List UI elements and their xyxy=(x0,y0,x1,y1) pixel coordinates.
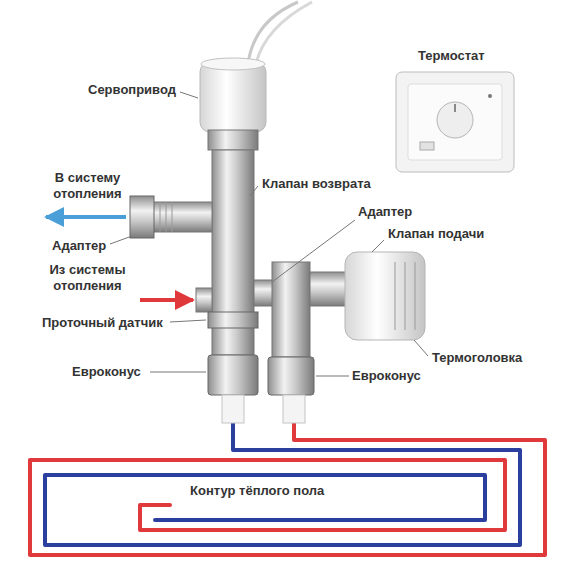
supply-valve-neck xyxy=(310,272,348,306)
eurocone xyxy=(268,357,314,395)
pex-pipe xyxy=(283,395,305,423)
part-label: Клапан возврата xyxy=(262,176,371,192)
flow-arrow-in xyxy=(140,298,193,302)
thermostat-body xyxy=(396,72,514,172)
thermo-head-ticks xyxy=(395,262,415,330)
part-label: Адаптер xyxy=(358,204,412,220)
thermostat-led xyxy=(488,94,492,98)
part-label: Клапан подачи xyxy=(388,226,484,242)
flow-arrow-out xyxy=(46,215,126,219)
part-label: Евроконус xyxy=(72,364,141,380)
thermostat-switch xyxy=(420,142,434,150)
part-label: Из системы отопления xyxy=(40,262,135,294)
valve-nut xyxy=(208,130,258,150)
part-label: Термоголовка xyxy=(432,350,522,366)
part-label: Евроконус xyxy=(352,368,421,384)
eurocone xyxy=(208,355,258,395)
pex-pipe xyxy=(222,395,244,423)
part-label: Сервопривод xyxy=(88,82,176,98)
part-label: В систему отопления xyxy=(40,170,135,202)
servo-body xyxy=(200,62,266,132)
outlet-pipe xyxy=(150,202,212,232)
inlet-stub xyxy=(196,288,212,312)
leader-lines xyxy=(110,92,428,376)
thermostat-face xyxy=(408,84,502,160)
servo-top xyxy=(201,58,265,70)
supply-valve-body xyxy=(272,262,310,357)
servo-wire xyxy=(256,2,312,64)
tee-adapter xyxy=(254,280,274,306)
supply-loop xyxy=(30,422,545,555)
part-label: Адаптер xyxy=(52,238,106,254)
part-label: Термостат xyxy=(418,48,485,64)
flow-sensor xyxy=(208,312,258,328)
adapter-nut xyxy=(130,196,154,238)
thermostat-dial-mark xyxy=(454,104,456,112)
part-label: Проточный датчик xyxy=(42,315,163,331)
part-label: Контур тёплого пола xyxy=(190,483,324,499)
thread-lines xyxy=(160,202,172,232)
thermo-head xyxy=(345,252,425,340)
thermostat-dial xyxy=(437,102,473,138)
return-loop xyxy=(45,422,520,545)
